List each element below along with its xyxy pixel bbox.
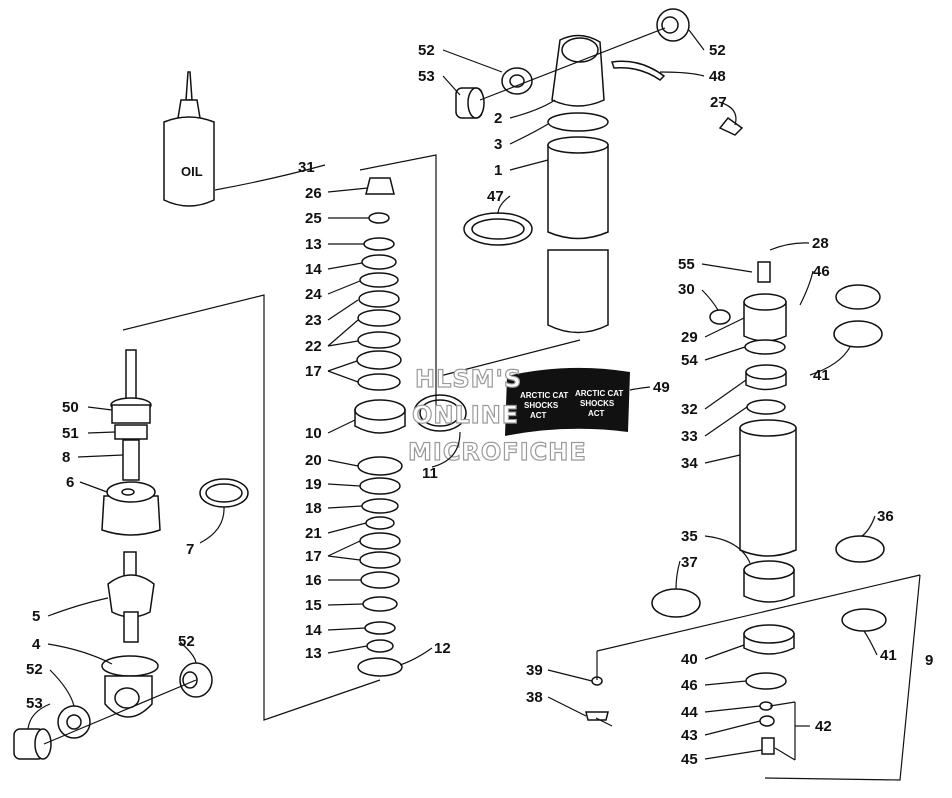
callout-10: 10: [305, 425, 322, 442]
callout-24: 24: [305, 286, 322, 303]
callout-12: 12: [434, 640, 451, 657]
callout-41-top: 41: [813, 367, 830, 384]
callout-8: 8: [62, 449, 70, 466]
bracket-lines: [122, 27, 921, 781]
watermark-line1: HLSM'S: [415, 365, 522, 393]
callout-4: 4: [32, 636, 41, 653]
callout-47: 47: [487, 188, 504, 205]
oil-bottle: OIL: [163, 71, 215, 207]
callout-50: 50: [62, 399, 79, 416]
callout-23: 23: [305, 312, 322, 329]
callout-14-top: 14: [305, 261, 322, 278]
callout-53-left: 53: [26, 695, 43, 712]
callout-2: 2: [494, 110, 502, 127]
callout-55: 55: [678, 256, 695, 273]
callout-41-bottom: 41: [880, 647, 897, 664]
callout-26: 26: [305, 185, 322, 202]
callout-25: 25: [305, 210, 322, 227]
callout-16: 16: [305, 572, 322, 589]
oil-label: OIL: [181, 164, 203, 179]
callout-52-top-left: 52: [418, 42, 435, 59]
watermark-line3: MICROFICHE: [408, 438, 587, 466]
callout-44: 44: [681, 704, 698, 721]
callout-17-top: 17: [305, 363, 322, 380]
callout-13-bottom: 13: [305, 645, 322, 662]
watermark-line2: ONLINE: [412, 401, 519, 429]
shocks-decal: ARCTIC CAT SHOCKS ACT ARCTIC CAT SHOCKS …: [505, 367, 630, 436]
callout-40: 40: [681, 651, 698, 668]
shaft-assembly: [101, 349, 249, 718]
callout-46-bottom: 46: [681, 677, 698, 694]
callout-49: 49: [653, 379, 670, 396]
watermark: HLSM'S ONLINE MICROFICHE: [407, 364, 587, 466]
callout-5: 5: [32, 608, 40, 625]
callout-46-top: 46: [813, 263, 830, 280]
callout-17-bottom: 17: [305, 548, 322, 565]
callout-numbers: 31 26 25 13 14 24 23 22 17 10 20 19 18 2…: [26, 42, 933, 768]
callout-27: 27: [710, 94, 727, 111]
callout-39: 39: [526, 662, 543, 679]
callout-leaders: [27, 29, 878, 761]
shock-body: [455, 8, 690, 334]
callout-21: 21: [305, 525, 322, 542]
callout-45: 45: [681, 751, 698, 768]
callout-35: 35: [681, 528, 698, 545]
callout-6: 6: [66, 474, 74, 491]
callout-9: 9: [925, 652, 933, 669]
callout-19: 19: [305, 476, 322, 493]
callout-33: 33: [681, 428, 698, 445]
decal-line2-right: SHOCKS: [580, 399, 615, 408]
callout-36: 36: [877, 508, 894, 525]
callout-1: 1: [494, 162, 502, 179]
callout-20: 20: [305, 452, 322, 469]
decal-logo: ACT: [530, 411, 547, 420]
callout-42: 42: [815, 718, 832, 735]
callout-30: 30: [678, 281, 695, 298]
callout-52-left-right: 52: [178, 633, 195, 650]
reservoir-assembly: [585, 116, 887, 755]
callout-11: 11: [422, 465, 438, 482]
callout-52-left: 52: [26, 661, 43, 678]
callout-48: 48: [709, 68, 726, 85]
callout-7: 7: [186, 541, 194, 558]
decal-line1: ARCTIC CAT: [520, 391, 568, 400]
callout-18: 18: [305, 500, 322, 517]
callout-51: 51: [62, 425, 79, 442]
callout-54: 54: [681, 352, 698, 369]
decal-logo-right: ACT: [588, 409, 605, 418]
left-bushings: [13, 662, 213, 760]
callout-31: 31: [298, 159, 315, 176]
callout-22: 22: [305, 338, 322, 355]
decal-line1-right: ARCTIC CAT: [575, 389, 623, 398]
callout-34: 34: [681, 455, 698, 472]
callout-3: 3: [494, 136, 502, 153]
decal-line2: SHOCKS: [524, 401, 559, 410]
callout-15: 15: [305, 597, 322, 614]
callout-52-top-right: 52: [709, 42, 726, 59]
callout-13-top: 13: [305, 236, 322, 253]
callout-37: 37: [681, 554, 698, 571]
callout-38: 38: [526, 689, 543, 706]
callout-32: 32: [681, 401, 698, 418]
valve-stack: [354, 177, 467, 677]
callout-28: 28: [812, 235, 829, 252]
callout-43: 43: [681, 727, 698, 744]
callout-53-top: 53: [418, 68, 435, 85]
callout-14-bottom: 14: [305, 622, 322, 639]
callout-29: 29: [681, 329, 698, 346]
